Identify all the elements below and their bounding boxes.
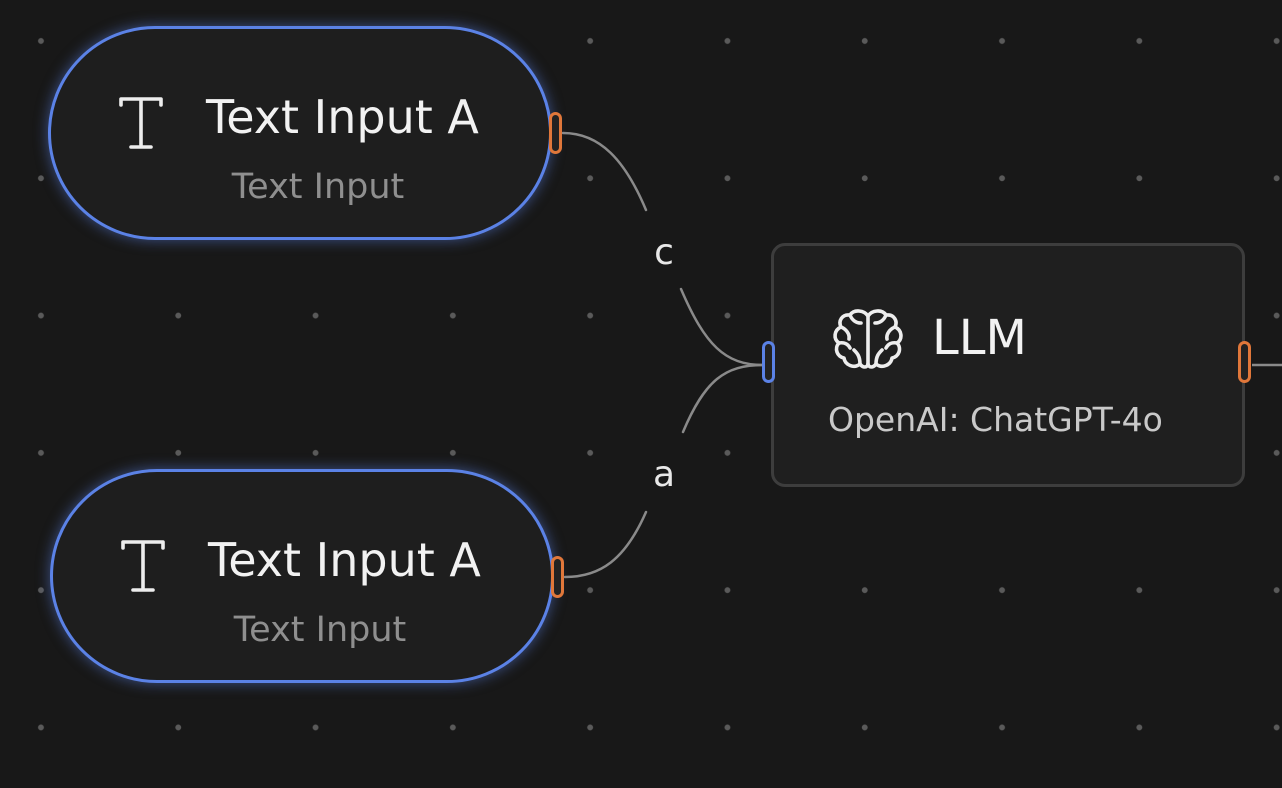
node-title: Text Input A	[206, 90, 479, 144]
node-subtitle: Text Input	[233, 610, 407, 650]
node-title: Text Input A	[208, 533, 481, 587]
text-type-icon	[119, 97, 163, 149]
output-port-bottom-input[interactable]	[551, 556, 564, 598]
llm-node[interactable]: LLM OpenAI: ChatGPT-4o	[771, 243, 1245, 487]
edge-a-segment-2	[563, 510, 648, 579]
edge-a-segment-1	[681, 363, 765, 434]
edge-label-c: c	[654, 232, 674, 273]
text-type-icon	[121, 540, 165, 592]
output-port-llm[interactable]	[1238, 341, 1251, 383]
node-subtitle: Text Input	[231, 167, 405, 207]
text-input-node-top[interactable]: Text Input A Text Input	[48, 26, 552, 240]
output-port-top-input[interactable]	[549, 112, 562, 154]
text-input-node-bottom[interactable]: Text Input A Text Input	[50, 469, 554, 683]
node-subtitle: OpenAI: ChatGPT-4o	[828, 400, 1163, 439]
input-port-llm[interactable]	[762, 341, 775, 383]
node-title: LLM	[932, 310, 1027, 366]
edge-c-segment-2	[679, 287, 765, 367]
brain-icon	[833, 309, 903, 369]
edge-label-a: a	[652, 454, 676, 495]
